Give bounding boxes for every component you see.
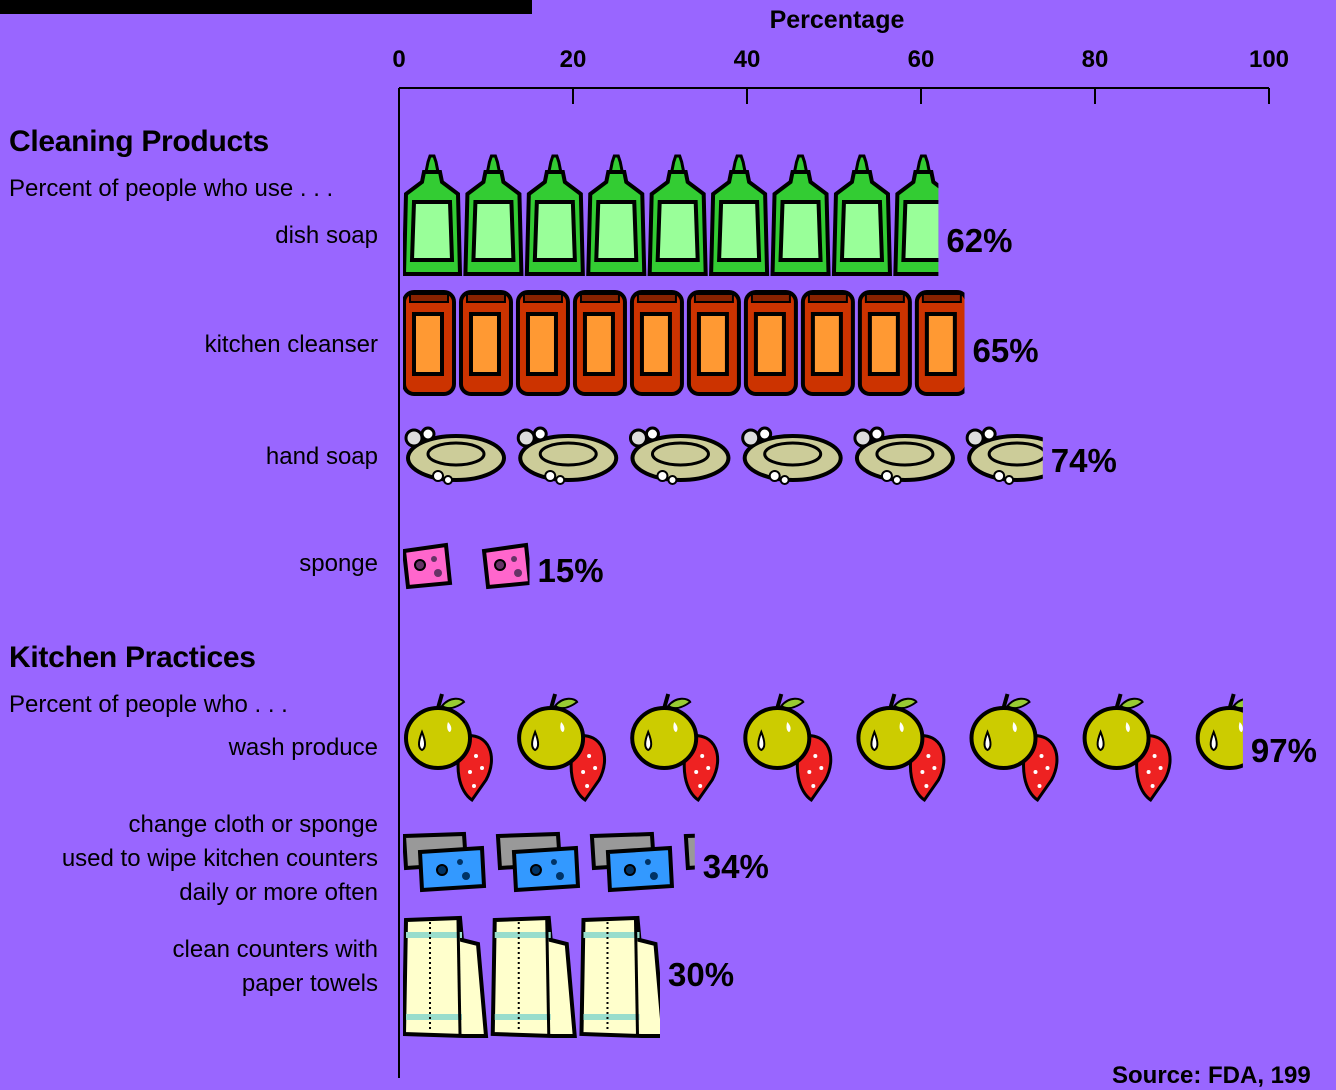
apple-strawberry-icon [517,692,607,802]
apple-strawberry-icon [1195,692,1243,802]
cloth-sponge-icon [403,832,486,892]
value-label-change-cloth: 34% [702,848,769,885]
x-tick-label: 100 [1248,46,1290,73]
category-label-paper-towels: clean counters with paper towels [172,936,378,997]
apple-strawberry-icon [743,692,833,802]
sponge-icon [403,543,452,589]
value-label-sponge: 15% [537,552,604,589]
apple-strawberry-icon [630,692,720,802]
soap-dish-icon [965,426,1043,486]
value-label-wash-produce: 97% [1250,732,1317,769]
bar-dish-soap-bottle [403,154,939,276]
x-tick-label: 40 [733,46,761,73]
soap-dish-icon [852,426,955,486]
cleanser-can-icon [403,290,456,396]
cloth-sponge-icon [495,832,580,892]
cleanser-can-icon [572,290,627,396]
x-tick-label: 0 [392,46,406,73]
dish-soap-bottle-icon [647,154,708,276]
bar-sponge [403,543,530,589]
category-label-sponge: sponge [299,550,378,577]
paper-towel-roll-icon [579,916,660,1038]
value-label-hand-soap: 74% [1050,442,1117,479]
sponge-icon [482,543,530,589]
x-tick-label: 20 [559,46,587,73]
cleanser-can-icon [743,290,798,396]
apple-strawberry-icon [856,692,946,802]
bar-cleanser-can [403,290,965,396]
soap-dish-icon [516,426,619,486]
category-label-kitchen-cleanser: kitchen cleanser [204,331,378,358]
section-subtitle-cleaning: Percent of people who use . . . [9,175,334,202]
dish-soap-bottle-icon [586,154,647,276]
bar-apple-strawberry [404,692,1243,802]
cleanser-can-icon [857,290,912,396]
value-label-dish-soap: 62% [946,222,1013,259]
cleanser-can-icon [458,290,513,396]
x-tick-label: 60 [907,46,935,73]
cloth-sponge-icon [683,832,695,892]
x-axis-title: Percentage [769,6,905,34]
bar-paper-towel-roll [403,916,660,1038]
section-subtitle-kitchen: Percent of people who . . . [9,691,288,718]
bar-soap-dish [404,426,1043,486]
value-label-kitchen-cleanser: 65% [972,332,1039,369]
category-label-wash-produce: wash produce [228,734,378,761]
x-tick-label: 80 [1081,46,1109,73]
paper-towel-roll-icon [403,916,488,1038]
category-label-dish-soap: dish soap [275,222,378,249]
dish-soap-bottle-icon [709,154,770,276]
category-label-change-cloth: change cloth or sponge used to wipe kitc… [61,811,378,906]
dish-soap-bottle-icon [770,154,831,276]
cleanser-can-icon [686,290,741,396]
category-label-hand-soap: hand soap [265,443,378,470]
dish-soap-bottle-icon [403,154,462,276]
cloth-sponge-icon [589,832,674,892]
paper-towel-roll-icon [490,916,577,1038]
section-title-cleaning-products: Cleaning Products [9,125,269,158]
pictograph-bars [403,154,1243,1038]
dish-soap-bottle-icon [893,154,939,276]
x-axis [398,87,1270,1078]
cleanser-can-icon [515,290,570,396]
apple-strawberry-icon [969,692,1059,802]
dish-soap-bottle-icon [524,154,585,276]
apple-strawberry-icon [404,692,494,802]
dish-soap-bottle-icon [463,154,524,276]
cleanser-can-icon [914,290,965,396]
value-label-paper-towels: 30% [668,956,735,993]
cleanser-can-icon [800,290,855,396]
soap-dish-icon [628,426,731,486]
apple-strawberry-icon [1082,692,1173,802]
section-title-kitchen-practices: Kitchen Practices [9,641,256,674]
cleanser-can-icon [629,290,684,396]
soap-dish-icon [404,426,506,486]
bar-cloth-sponge [403,832,695,892]
soap-dish-icon [740,426,843,486]
top-black-bar [0,0,532,14]
dish-soap-bottle-icon [831,154,892,276]
